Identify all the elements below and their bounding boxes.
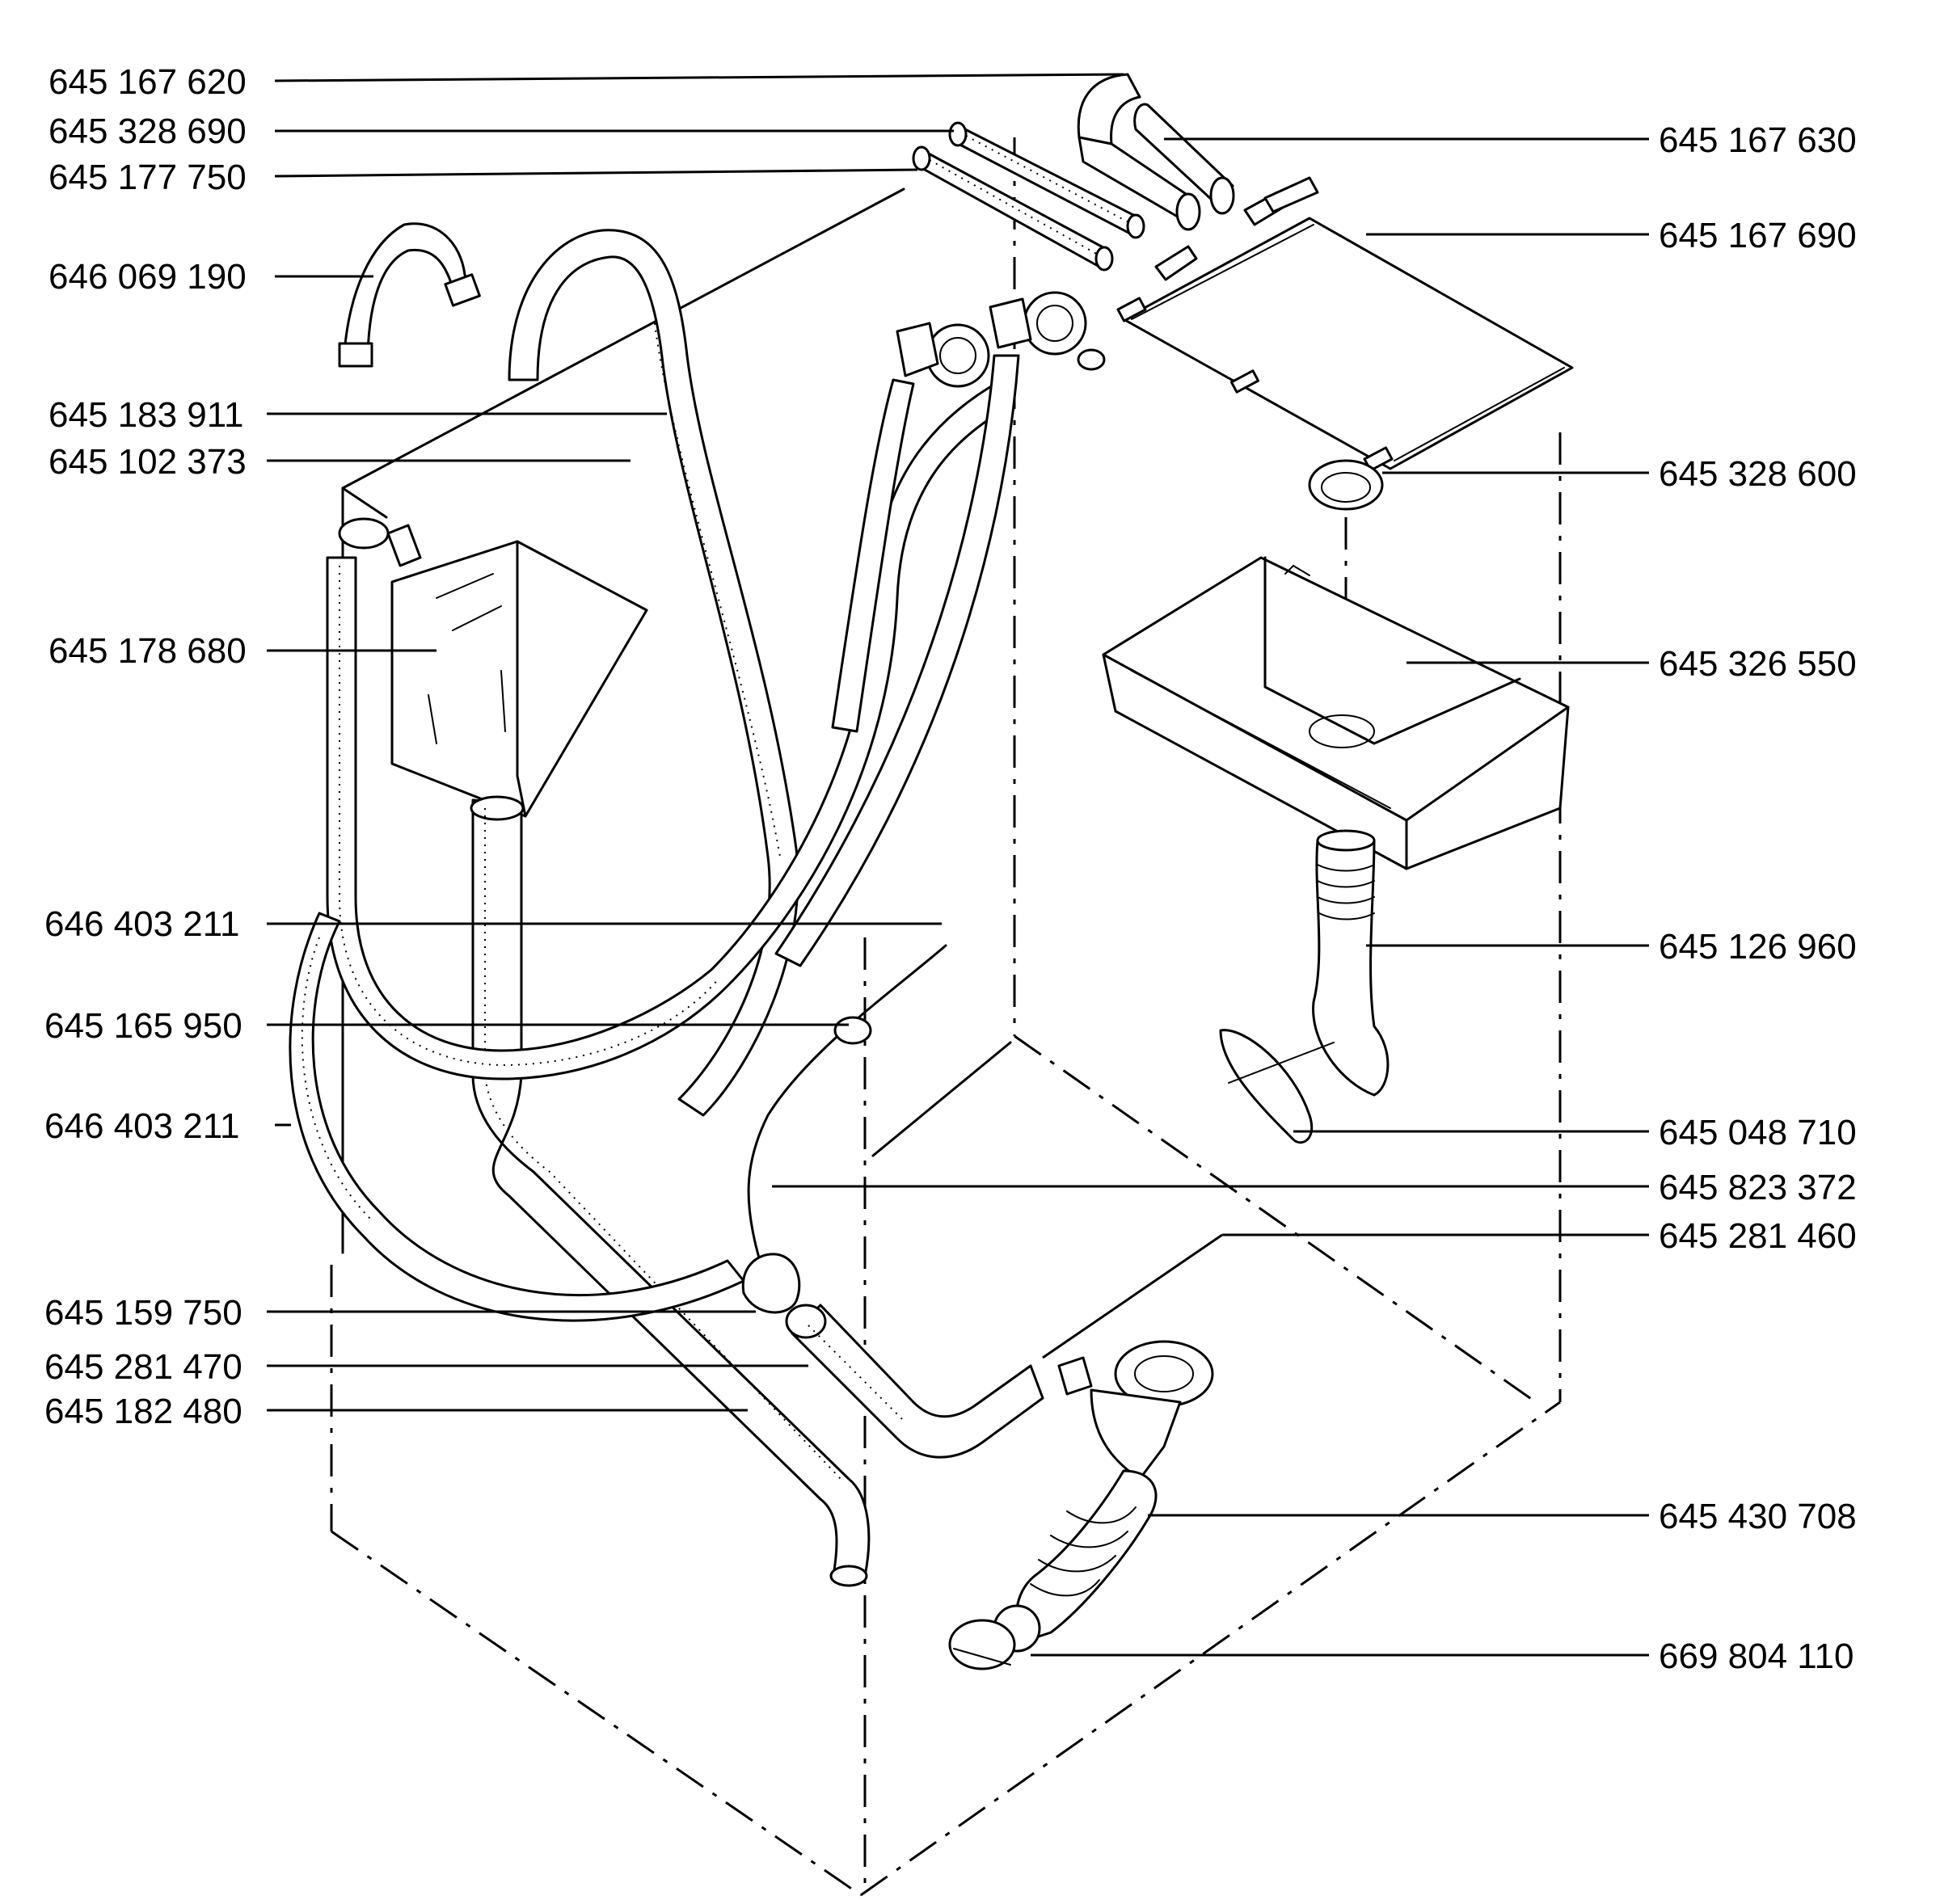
part-label: 645 167 690: [1659, 216, 1857, 255]
part-label: 645 328 690: [48, 112, 247, 151]
part-label: 645 048 710: [1659, 1113, 1857, 1152]
hose-hook: [338, 222, 481, 368]
part-label: 669 804 110: [1659, 1637, 1854, 1676]
part-label: 645 159 750: [44, 1293, 242, 1333]
straight-tubes: [912, 121, 1145, 272]
inlet-valve-2: [774, 291, 1106, 967]
labels-right: 645 167 630 645 167 690 645 328 600 645 …: [1659, 120, 1857, 1676]
pressure-tube: [741, 944, 947, 1314]
disc-valve: [1219, 1029, 1335, 1144]
part-label: 645 183 911: [48, 395, 243, 435]
labels-left: 645 167 620 645 328 690 645 177 750 646 …: [44, 62, 247, 1431]
part-label: 645 430 708: [1659, 1497, 1857, 1536]
part-label: 646 069 190: [48, 257, 247, 297]
part-label: 645 326 550: [1659, 644, 1857, 684]
part-label: 645 167 630: [1659, 120, 1857, 160]
part-label: 646 403 211: [44, 904, 239, 944]
top-hose-bend: [1077, 73, 1235, 231]
part-label: 645 328 600: [1659, 454, 1857, 494]
leader-lines: [267, 73, 1649, 1657]
sump-hose: [785, 1304, 1044, 1459]
part-label: 645 167 620: [48, 62, 247, 102]
detergent-box: [390, 540, 871, 1587]
part-label: 645 178 680: [48, 631, 247, 671]
part-label: 645 102 373: [48, 442, 247, 482]
pump-assembly: [948, 1340, 1214, 1670]
fill-hose-loop: [508, 229, 799, 1117]
distributor-plate: [1116, 176, 1574, 472]
detergent-tray: [1102, 556, 1570, 870]
part-label: 645 177 750: [48, 158, 247, 197]
inlet-valve-1: [831, 322, 990, 733]
part-label: 645 165 950: [44, 1006, 242, 1046]
part-label: 645 281 470: [44, 1347, 242, 1387]
part-label: 646 403 211: [44, 1106, 239, 1146]
part-label: 645 126 960: [1659, 927, 1857, 967]
bellows-elbow: [1312, 829, 1390, 1097]
part-label: 645 182 480: [44, 1392, 242, 1431]
part-label: 645 281 460: [1659, 1216, 1857, 1256]
part-label: 645 823 372: [1659, 1168, 1857, 1207]
